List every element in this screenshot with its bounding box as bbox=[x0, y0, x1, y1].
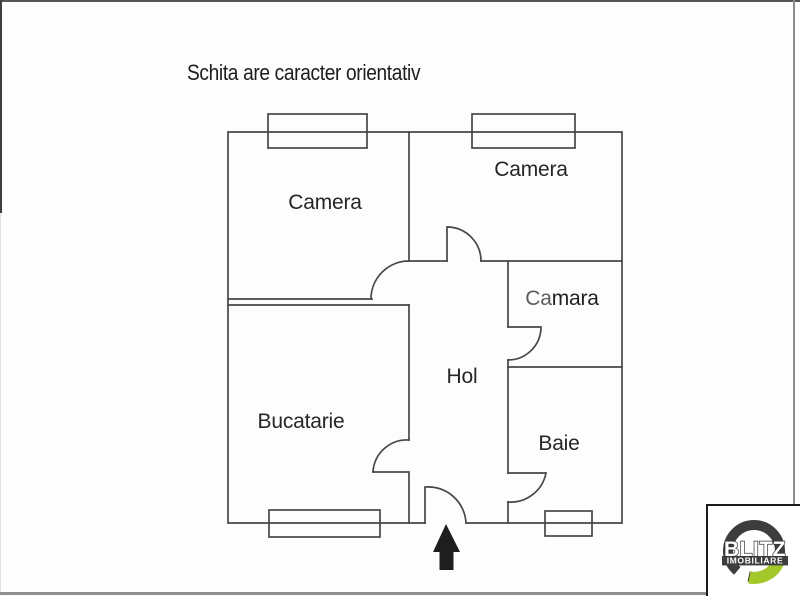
door-arc-baie bbox=[507, 472, 548, 503]
door-arc-bucatarie bbox=[372, 439, 410, 473]
window-camera-left bbox=[267, 113, 368, 149]
logo-subtitle-text: IMOBILIARE bbox=[727, 555, 784, 565]
logo-brand-text: BLITZ bbox=[724, 538, 786, 561]
door-arc-camera-left bbox=[370, 260, 410, 300]
door-arc-entrance bbox=[424, 486, 467, 524]
room-label-camara-part2: mara bbox=[551, 287, 599, 310]
window-baie bbox=[544, 510, 593, 537]
disclaimer-text: Schita are caracter orientativ bbox=[187, 60, 421, 85]
wall-camera-divider bbox=[408, 131, 623, 262]
room-label-camara: Camara bbox=[525, 287, 599, 311]
window-bucatarie bbox=[268, 509, 381, 538]
room-label-camera-left: Camera bbox=[288, 191, 362, 214]
logo-subtitle-band bbox=[722, 556, 788, 566]
window-camera-right bbox=[471, 113, 576, 149]
blitz-logo-graphic: BLITZ IMOBILIARE bbox=[722, 520, 788, 585]
door-arc-camera-right bbox=[446, 226, 482, 262]
room-label-hol: Hol bbox=[446, 365, 478, 388]
blitz-logo: BLITZ IMOBILIARE bbox=[706, 504, 800, 596]
room-label-camera-right: Camera bbox=[494, 158, 568, 181]
room-label-camara-part1: Ca bbox=[525, 287, 552, 310]
door-arc-camara bbox=[507, 326, 542, 361]
logo-ring-gap bbox=[732, 565, 751, 585]
image-border-bottom bbox=[0, 592, 800, 595]
image-border-right bbox=[793, 0, 795, 596]
room-label-baie: Baie bbox=[538, 432, 580, 455]
image-border-left-faint bbox=[0, 213, 1, 596]
wall-hol-left bbox=[372, 304, 410, 524]
room-label-bucatarie: Bucatarie bbox=[257, 410, 345, 433]
image-border-left bbox=[0, 0, 2, 213]
image-border-top bbox=[0, 0, 800, 2]
outer-walls bbox=[227, 131, 623, 524]
entrance-arrow-icon bbox=[433, 524, 460, 570]
